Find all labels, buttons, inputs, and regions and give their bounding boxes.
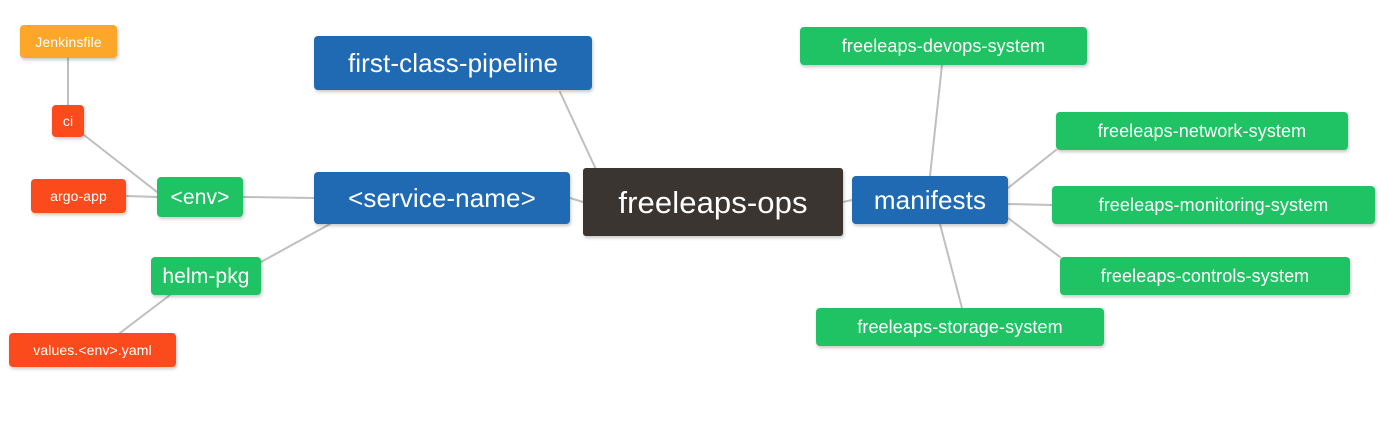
edge-freeleaps-ops-to-manifests — [842, 199, 853, 203]
mindmap-node-freeleaps-storage-system[interactable]: freeleaps-storage-system — [816, 308, 1104, 346]
mindmap-node-values-yaml[interactable]: values.<env>.yaml — [9, 333, 176, 367]
node-label: <env> — [170, 185, 230, 209]
mindmap-node-service-name[interactable]: <service-name> — [314, 172, 570, 224]
node-label: helm-pkg — [162, 264, 250, 288]
node-label: manifests — [873, 185, 987, 215]
node-label: first-class-pipeline — [347, 48, 559, 78]
node-label: freeleaps-controls-system — [1100, 266, 1310, 286]
edge-freeleaps-ops-to-first-class-pipeline — [559, 91, 601, 179]
mindmap-node-argo-app[interactable]: argo-app — [31, 179, 126, 213]
edge-manifests-to-freeleaps-storage-system — [939, 223, 963, 309]
edge-manifests-to-freeleaps-devops-system — [929, 64, 943, 177]
mindmap-node-manifests[interactable]: manifests — [852, 176, 1008, 224]
node-label: <service-name> — [348, 183, 536, 213]
mindmap-node-freeleaps-network-system[interactable]: freeleaps-network-system — [1056, 112, 1348, 150]
mindmap-node-jenkinsfile[interactable]: Jenkinsfile — [20, 25, 117, 58]
edge-helm-pkg-to-values-yaml — [119, 294, 171, 334]
node-label: argo-app — [50, 188, 107, 204]
mindmap-node-freeleaps-monitoring-system[interactable]: freeleaps-monitoring-system — [1052, 186, 1375, 224]
node-label: freeleaps-storage-system — [857, 317, 1063, 337]
mindmap-node-freeleaps-controls-system[interactable]: freeleaps-controls-system — [1060, 257, 1350, 295]
edge-freeleaps-ops-to-service-name — [569, 197, 584, 203]
node-label: ci — [62, 113, 74, 129]
mindmap-node-helm-pkg[interactable]: helm-pkg — [151, 257, 261, 295]
node-label: values.<env>.yaml — [33, 342, 152, 358]
edge-manifests-to-freeleaps-monitoring-system — [1007, 203, 1053, 206]
node-label: freeleaps-monitoring-system — [1098, 195, 1329, 215]
node-label: freeleaps-network-system — [1097, 121, 1307, 141]
edge-manifests-to-freeleaps-controls-system — [1007, 217, 1061, 258]
edge-env-to-argo-app — [125, 195, 158, 198]
node-label: Jenkinsfile — [35, 33, 102, 50]
edge-service-name-to-helm-pkg — [260, 223, 331, 263]
mindmap-node-freeleaps-ops[interactable]: freeleaps-ops — [583, 168, 843, 236]
node-label: freeleaps-ops — [618, 184, 808, 220]
mindmap-node-env[interactable]: <env> — [157, 177, 243, 217]
mindmap-node-ci[interactable]: ci — [52, 105, 84, 137]
mindmap-node-first-class-pipeline[interactable]: first-class-pipeline — [314, 36, 592, 90]
edge-service-name-to-env — [242, 196, 315, 199]
edge-manifests-to-freeleaps-network-system — [1007, 149, 1057, 189]
node-label: freeleaps-devops-system — [841, 36, 1046, 56]
mindmap-node-freeleaps-devops-system[interactable]: freeleaps-devops-system — [800, 27, 1087, 65]
